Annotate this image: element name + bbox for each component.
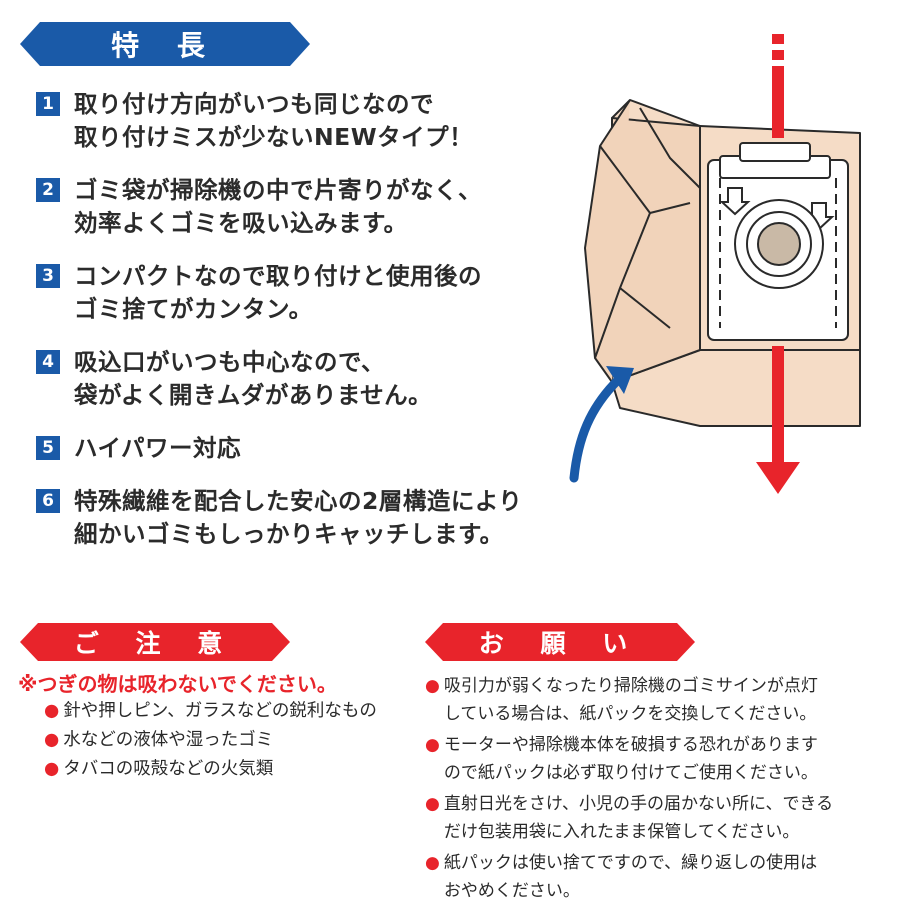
feature-number: 5 xyxy=(36,436,60,460)
features-banner: 特 長 xyxy=(20,22,310,66)
caution-banner: ご 注 意 xyxy=(20,623,290,661)
list-item: ●紙パックは使い捨てですので、繰り返しの使用は おやめください。 xyxy=(425,849,885,905)
request-item-text: 吸引力が弱くなったり掃除機のゴミサインが点灯 している場合は、紙パックを交換して… xyxy=(443,676,818,724)
list-item: ●タバコの吸殻などの火気類 xyxy=(44,755,377,784)
feature-text: 吸込口がいつも中心なので、 袋がよく開きムダがありません。 xyxy=(74,348,433,409)
feature-number: 6 xyxy=(36,489,60,513)
feature-item: 5 ハイパワー対応 xyxy=(36,432,636,465)
bullet-icon: ● xyxy=(44,730,60,750)
list-item: ●直射日光をさけ、小児の手の届かない所に、できる だけ包装用袋に入れたまま保管し… xyxy=(425,790,885,846)
features-list: 1 取り付け方向がいつも同じなので 取り付けミスが少ないNEWタイプ！ 2 ゴミ… xyxy=(36,88,636,571)
request-item-text: 直射日光をさけ、小児の手の届かない所に、できる だけ包装用袋に入れたまま保管して… xyxy=(443,794,834,842)
opening-pointer-arrow xyxy=(569,366,634,483)
feature-item: 2 ゴミ袋が掃除機の中で片寄りがなく、 効率よくゴミを吸い込みます。 xyxy=(36,174,636,240)
feature-text: 取り付け方向がいつも同じなので 取り付けミスが少ないNEWタイプ！ xyxy=(74,90,474,151)
feature-item: 3 コンパクトなので取り付けと使用後の ゴミ捨てがカンタン。 xyxy=(36,260,636,326)
feature-item: 6 特殊繊維を配合した安心の2層構造により 細かいゴミもしっかりキャッチします。 xyxy=(36,485,636,551)
cardboard-mount xyxy=(707,142,849,341)
request-banner: お 願 い xyxy=(425,623,695,661)
list-item: ●モーターや掃除機本体を破損する恐れがあります ので紙パックは必ず取り付けてご使… xyxy=(425,731,885,787)
caution-list: ●針や押しピン、ガラスなどの鋭利なもの ●水などの液体や湿ったゴミ ●タバコの吸… xyxy=(44,697,377,784)
caution-item-text: 水などの液体や湿ったゴミ xyxy=(63,730,274,750)
feature-text: ゴミ袋が掃除機の中で片寄りがなく、 効率よくゴミを吸い込みます。 xyxy=(74,176,482,237)
bullet-icon: ● xyxy=(425,853,440,873)
list-item: ●吸引力が弱くなったり掃除機のゴミサインが点灯 している場合は、紙パックを交換し… xyxy=(425,672,885,728)
feature-item: 1 取り付け方向がいつも同じなので 取り付けミスが少ないNEWタイプ！ xyxy=(36,88,636,154)
paper-bag-illustration xyxy=(569,34,861,494)
feature-number: 2 xyxy=(36,178,60,202)
insert-direction-arrow xyxy=(756,34,800,494)
caution-heading: ※つぎの物は吸わないでください。 xyxy=(18,672,337,696)
bullet-icon: ● xyxy=(44,701,60,721)
caution-item-text: タバコの吸殻などの火気類 xyxy=(63,759,274,779)
list-item: ●水などの液体や湿ったゴミ xyxy=(44,726,377,755)
list-item: ●針や押しピン、ガラスなどの鋭利なもの xyxy=(44,697,377,726)
feature-text: 特殊繊維を配合した安心の2層構造により 細かいゴミもしっかりキャッチします。 xyxy=(74,487,523,548)
feature-number: 3 xyxy=(36,264,60,288)
bullet-icon: ● xyxy=(425,676,440,696)
feature-number: 1 xyxy=(36,92,60,116)
feature-number: 4 xyxy=(36,350,60,374)
feature-text: ハイパワー対応 xyxy=(74,434,242,462)
request-item-text: 紙パックは使い捨てですので、繰り返しの使用は おやめください。 xyxy=(443,853,818,901)
feature-text: コンパクトなので取り付けと使用後の ゴミ捨てがカンタン。 xyxy=(74,262,482,323)
bullet-icon: ● xyxy=(425,735,440,755)
feature-item: 4 吸込口がいつも中心なので、 袋がよく開きムダがありません。 xyxy=(36,346,636,412)
bullet-icon: ● xyxy=(425,794,440,814)
request-list: ●吸引力が弱くなったり掃除機のゴミサインが点灯 している場合は、紙パックを交換し… xyxy=(425,672,885,908)
request-item-text: モーターや掃除機本体を破損する恐れがあります ので紙パックは必ず取り付けてご使用… xyxy=(443,735,818,783)
caution-item-text: 針や押しピン、ガラスなどの鋭利なもの xyxy=(63,701,377,721)
bullet-icon: ● xyxy=(44,759,60,779)
